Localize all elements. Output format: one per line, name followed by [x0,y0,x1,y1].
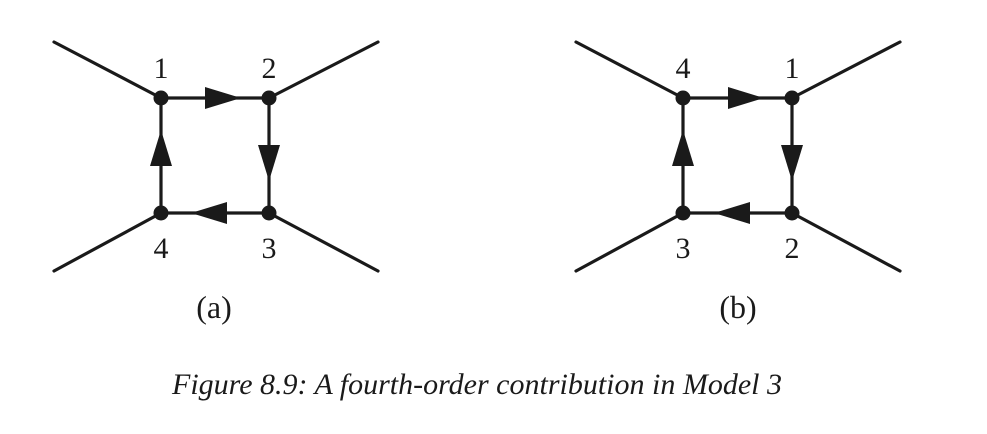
vertex-bottom-right [261,205,277,221]
diagram-b: 4 1 2 3 (b) [574,40,902,325]
vertex-label-top-right: 1 [785,52,800,85]
subfigure-label-b: (b) [719,289,756,325]
subfigure-label-a: (a) [196,289,232,325]
arrow-right-icon [728,87,764,109]
figure-caption: Figure 8.9: A fourth-order contribution … [171,368,782,401]
external-leg-bottom-right [790,211,902,273]
arrow-right-icon [205,87,241,109]
arrow-up-icon [150,130,172,166]
vertex-label-top-left: 4 [676,52,691,85]
vertex-top-left [153,90,169,106]
external-leg-bottom-left [574,211,685,273]
vertex-top-left [675,90,691,106]
vertex-bottom-left [153,205,169,221]
external-leg-top-right [267,40,380,100]
arrow-down-icon [781,145,803,181]
vertex-label-top-right: 2 [262,52,277,85]
vertex-label-bottom-right: 2 [785,232,800,265]
external-leg-bottom-right [267,211,380,273]
vertex-bottom-right [784,205,800,221]
vertex-bottom-left [675,205,691,221]
vertex-label-bottom-left: 3 [676,232,691,265]
diagram-a: 1 2 3 4 (a) [52,40,380,325]
arrow-left-icon [191,202,227,224]
vertex-label-top-left: 1 [154,52,169,85]
vertex-label-bottom-left: 4 [154,232,169,265]
external-leg-bottom-left [52,211,163,273]
arrow-up-icon [672,130,694,166]
vertex-top-right [784,90,800,106]
vertex-top-right [261,90,277,106]
arrow-left-icon [714,202,750,224]
vertex-label-bottom-right: 3 [262,232,277,265]
arrow-down-icon [258,145,280,181]
external-leg-top-left [52,40,163,100]
external-leg-top-right [790,40,902,100]
external-leg-top-left [574,40,685,100]
